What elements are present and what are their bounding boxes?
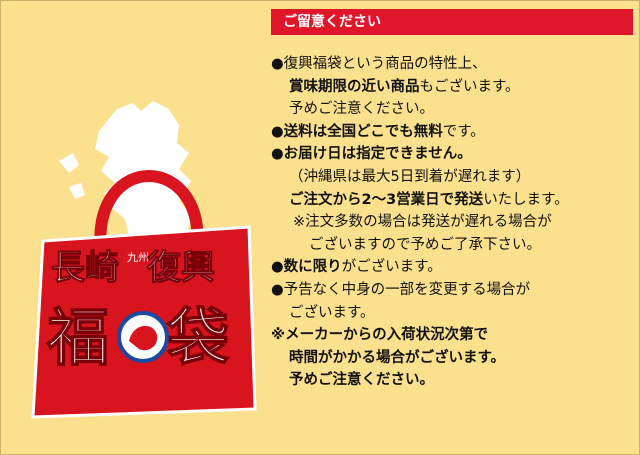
- notice-panel: ご留意ください ●復興福袋という商品の特性上、 賞味期限の近い商品もございます。…: [271, 9, 633, 392]
- notice-line: 時間がかかる場合がございます。: [289, 349, 506, 366]
- logo-fukko: 復興: [146, 248, 215, 288]
- notice-line: ●お届け日は指定できません。: [271, 146, 472, 163]
- notice-line: ※注文多数の場合は発送が遅れる場合が: [293, 214, 552, 231]
- logo-nagasaki: 長崎: [51, 248, 119, 288]
- notice-line: 予めご注意ください。: [289, 372, 434, 389]
- kyushu-map-shape: [59, 101, 193, 243]
- notice-line: ●送料は全国どこでも無料です。: [271, 123, 485, 140]
- mascot-figure: [129, 325, 158, 351]
- notice-line: ●予告なく中身の一部を変更する場合が: [271, 281, 531, 298]
- logo-fuku: 福: [46, 301, 109, 374]
- notice-line: ございます。: [289, 304, 375, 321]
- notice-line: 予めご注意ください。: [289, 101, 434, 118]
- notice-line: ●復興福袋という商品の特性上、: [271, 56, 487, 72]
- notice-line: 賞味期限の近い商品もございます。: [289, 78, 520, 95]
- notice-title: ご留意ください: [271, 9, 633, 35]
- logo-bukuro: 袋: [166, 301, 229, 374]
- notice-line: ●数に限りがございます。: [271, 259, 442, 276]
- logo-kyushu: 九州: [127, 251, 149, 264]
- notice-line: ※メーカーからの入荷状況次第で: [271, 327, 489, 344]
- fukubukuro-bag-illustration: 長崎 九州 復興 福 袋: [31, 101, 257, 419]
- bag-handle: [94, 170, 204, 252]
- notice-line: ご注文から2～3営業日で発送いたします。: [289, 191, 569, 208]
- notice-line: （沖縄県は最大5日到着が遅れます）: [289, 168, 531, 185]
- notice-line: ございますので予めご了承下さい。: [309, 236, 541, 253]
